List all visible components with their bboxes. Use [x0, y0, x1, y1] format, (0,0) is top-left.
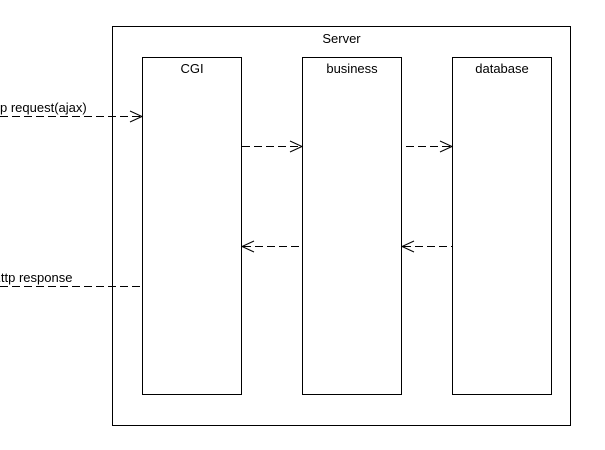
business-component: business — [302, 57, 402, 395]
http-request-arrowhead — [129, 110, 144, 123]
business-box — [302, 57, 402, 395]
business-to-database-arrowhead — [439, 140, 454, 153]
database-label: database — [475, 61, 529, 76]
http-request-label: p request(ajax) — [0, 100, 87, 115]
cgi-label: CGI — [180, 61, 203, 76]
server-box — [112, 26, 571, 426]
cgi-to-business-flow — [242, 140, 304, 153]
business-to-cgi-flow — [240, 240, 302, 253]
http-response-flow: ιttp response — [0, 270, 142, 287]
database-to-business-arrowhead — [400, 240, 415, 253]
business-to-cgi-arrowhead — [240, 240, 255, 253]
cgi-to-business-arrowhead — [289, 140, 304, 153]
database-component: database — [452, 57, 552, 395]
cgi-component: CGI — [142, 57, 242, 395]
database-box — [452, 57, 552, 395]
business-label: business — [326, 61, 378, 76]
cgi-box — [142, 57, 242, 395]
server-title: Server — [322, 31, 361, 46]
business-to-database-flow — [406, 140, 454, 153]
http-request-flow: p request(ajax) — [0, 100, 144, 123]
database-to-business-flow — [400, 240, 452, 253]
server-container: Server — [112, 26, 571, 426]
http-response-label: ιttp response — [0, 270, 72, 285]
